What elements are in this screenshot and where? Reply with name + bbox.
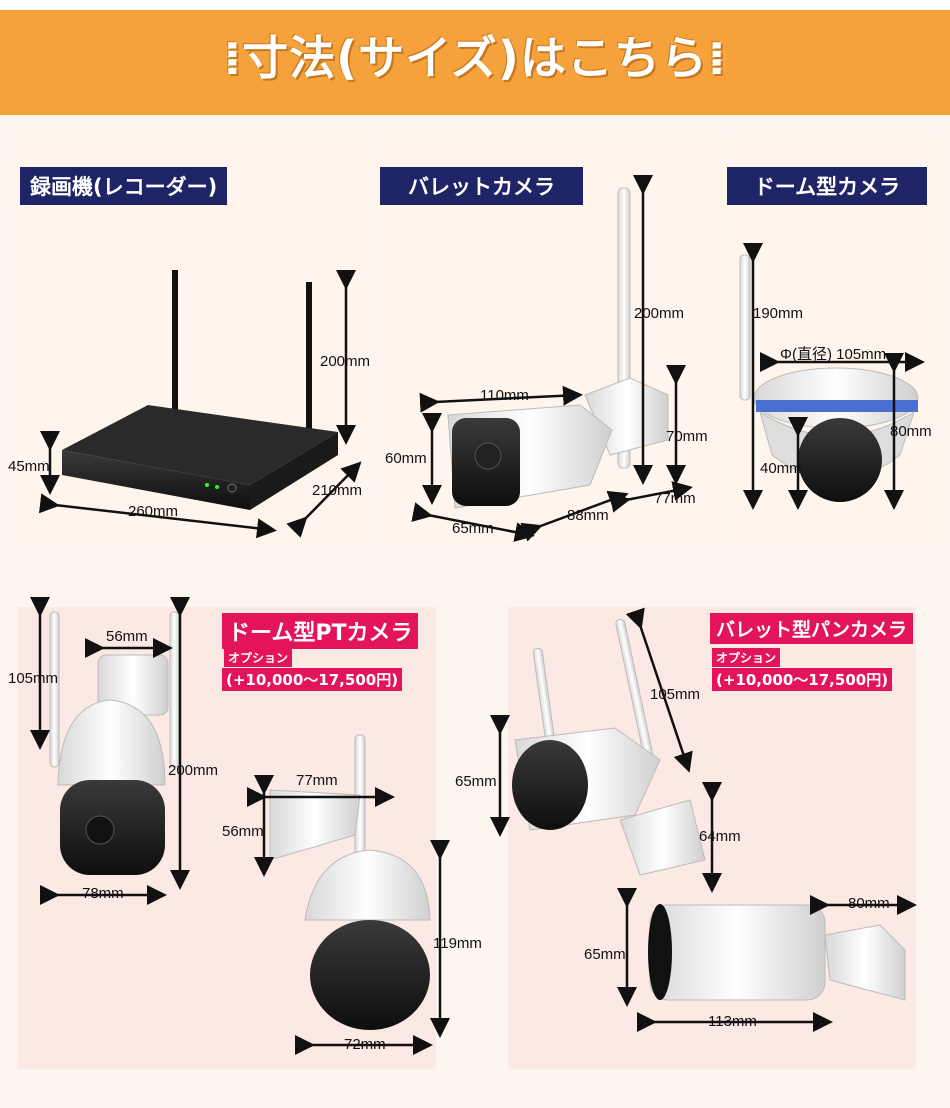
dome-pt-total-height-dim: 200mm <box>168 762 219 779</box>
bullet-pan-front-height-dim: 65mm <box>455 773 497 790</box>
dome-pt-body-height-dim: 119mm <box>433 935 482 952</box>
bullet-width-dim: 65mm <box>452 520 494 537</box>
recorder-antenna-dim: 200mm <box>320 353 371 370</box>
bullet-pan-option: オプション <box>712 648 781 667</box>
bullet-pan-price: (+10,000〜17,500円) <box>712 668 893 691</box>
bullet-height-dim: 70mm <box>666 428 708 445</box>
dome-pt-bottom-width-dim: 72mm <box>344 1036 386 1053</box>
dome-pt-top-width-dim: 77mm <box>296 772 338 789</box>
dome-label: ドーム型カメラ <box>727 167 927 205</box>
bullet-arrows <box>411 175 693 542</box>
bullet-depth-dim: 88mm <box>567 507 609 524</box>
bullet-pan-arrows <box>490 607 917 1032</box>
recorder-height-dim: 45mm <box>8 458 50 475</box>
bullet-total-height-dim: 200mm <box>634 305 685 322</box>
title-banner <box>0 0 950 115</box>
bullet-pan-mount-height-dim: 64mm <box>699 828 741 845</box>
dome-pt-arrows <box>30 597 450 1055</box>
bullet-pan-length-dim: 113mm <box>708 1013 757 1030</box>
dome-h2-dim: 40mm <box>760 460 802 477</box>
dome-pt-antenna-dim: 105mm <box>8 670 59 687</box>
dome-h1-dim: 80mm <box>890 423 932 440</box>
page-title: ⁞寸法(サイズ)はこちら⁞ <box>223 31 727 85</box>
dome-arrows <box>743 243 925 510</box>
recorder-depth-dim: 210mm <box>312 482 363 499</box>
bullet-pan-camera-image <box>512 618 906 1001</box>
dome-pt-option: オプション <box>224 648 293 667</box>
dome-pt-label: ドーム型PTカメラ <box>222 613 419 649</box>
recorder-width-dim: 260mm <box>128 503 179 520</box>
banner-marker-right: ⁞ <box>707 31 727 85</box>
bullet-pan-antenna-dim: 105mm <box>650 686 701 703</box>
bullet-camera-image <box>447 187 669 509</box>
recorder-arrows <box>38 270 362 539</box>
dome-pt-price: (+10,000〜17,500円) <box>222 668 403 691</box>
recorder-label: 録画機(レコーダー) <box>20 167 228 205</box>
bullet-length-dim: 110mm <box>480 387 529 404</box>
dome-pt-camera-image <box>49 611 431 1030</box>
dome-pt-width-dim: 78mm <box>82 885 124 902</box>
bullet-front-height-dim: 60mm <box>385 450 427 467</box>
dome-pt-mount-width-dim: 56mm <box>106 628 148 645</box>
banner-marker-left: ⁞ <box>223 31 243 85</box>
bullet-pan-side-height-dim: 65mm <box>584 946 626 963</box>
recorder-image <box>62 270 338 510</box>
bullet-mount-dim: 77mm <box>654 490 696 507</box>
dome-diameter-dim: Φ(直径) 105mm <box>780 346 887 363</box>
dome-height-dim: 190mm <box>753 305 804 322</box>
dome-pt-mount-height-dim: 56mm <box>222 823 264 840</box>
bullet-label: バレットカメラ <box>380 167 583 205</box>
bullet-pan-label: バレット型パンカメラ <box>710 613 913 644</box>
bullet-pan-mount-width-dim: 80mm <box>848 895 890 912</box>
